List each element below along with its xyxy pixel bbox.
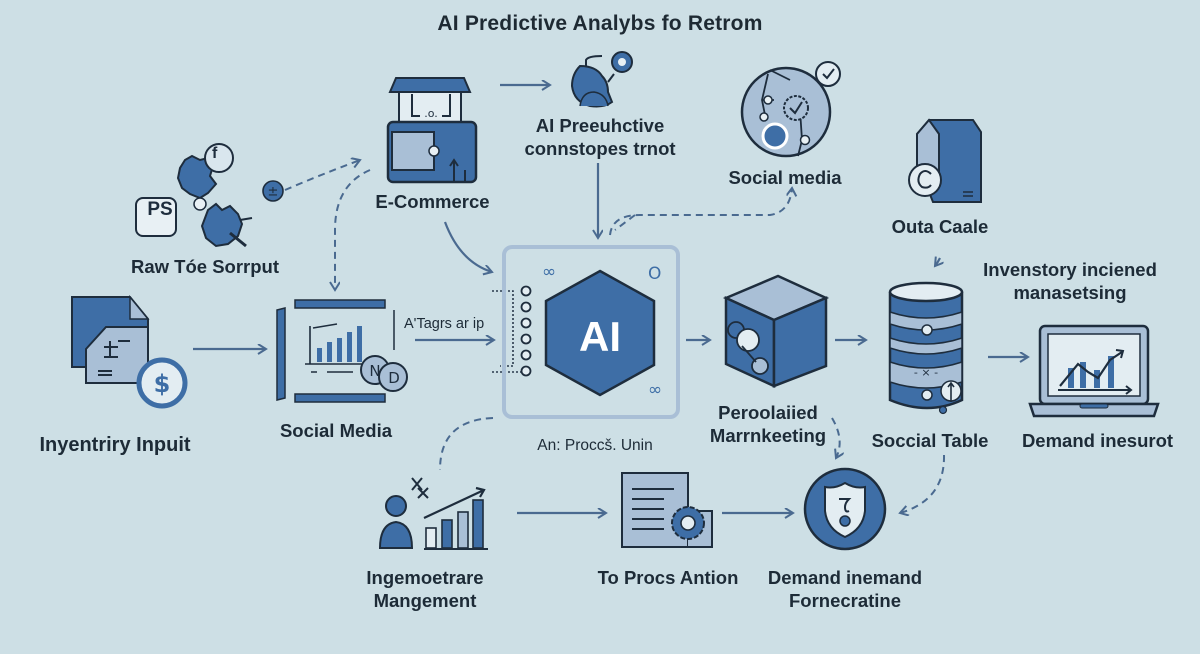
diagram-title: AI Predictive Analybs fo Retrom (437, 12, 763, 35)
ai-core-frame (502, 245, 680, 419)
chart-frame-icon: N D (276, 299, 408, 403)
user-target-icon (570, 51, 633, 108)
ai-predictive-label-1: AI Preeuhctive (535, 115, 665, 136)
document-dollar-icon: $ (71, 294, 188, 409)
cube-nodes-icon (722, 274, 830, 388)
personalized-marketing-label-1: Peroolaiied (718, 402, 818, 423)
ps-badge: PS (147, 199, 173, 220)
svg-text:- × -: - × - (914, 366, 938, 379)
facebook-glyph: f (212, 145, 218, 162)
svg-text:.o.: .o. (424, 107, 438, 120)
raw-source-label: Raw Tóe Sorrput (130, 256, 279, 277)
ingemoetrare-label-1: Ingemoetrare (366, 567, 484, 588)
ai-tag-input-label: A'Tagrs ar ip (404, 316, 485, 332)
demand-forecast-label-1: Demand inemand (767, 567, 923, 588)
ai-core-text: AI (579, 313, 621, 360)
plus-minus-icon: ± (262, 180, 284, 202)
ecommerce-label: E-Commerce (375, 191, 490, 212)
gears-icon (135, 143, 253, 248)
person-growth-icon (378, 477, 488, 550)
document-refresh-icon (908, 118, 982, 203)
demand-report-label: Demand inesurot (1021, 430, 1174, 451)
svg-text:D: D (388, 369, 400, 387)
storefront-icon: .o. (386, 77, 478, 184)
hexagon-ai-icon: ∞ O ∞ AI (520, 262, 662, 400)
shield-icon (803, 467, 887, 551)
ai-predictive-label-2: connstopes trnot (524, 138, 676, 159)
svg-text:±: ± (268, 185, 279, 200)
svg-text:O: O (648, 264, 661, 284)
ingemoetrare-label-2: Mangement (373, 590, 477, 611)
social-media-mid-label: Social Media (279, 420, 393, 441)
document-gear-icon (621, 472, 713, 548)
social-table-label: Soccial Table (871, 430, 989, 451)
laptop-chart-icon (1028, 324, 1160, 418)
inventory-input-label: Inyentriry Inpuit (39, 434, 191, 456)
personalized-marketing-label-2: Marrnkeeting (709, 425, 827, 446)
to-procs-label: To Procs Antion (597, 567, 739, 588)
database-icon: - × - (888, 281, 964, 415)
inventory-manage-label-2: manasetsing (1013, 282, 1127, 303)
svg-text:∞: ∞ (648, 380, 662, 400)
svg-text:$: $ (154, 370, 171, 398)
svg-text:N: N (369, 362, 380, 380)
globe-network-icon (740, 61, 841, 158)
svg-text:∞: ∞ (542, 262, 556, 282)
social-media-top-label: Social media (728, 167, 842, 188)
demand-forecast-label-2: Fornecratine (788, 590, 902, 611)
inventory-manage-label-1: Invenstory inciened (983, 259, 1157, 280)
outa-caale-label: Outa Caale (891, 216, 989, 237)
ai-core-caption: An: Proccš. Unin (537, 437, 653, 454)
